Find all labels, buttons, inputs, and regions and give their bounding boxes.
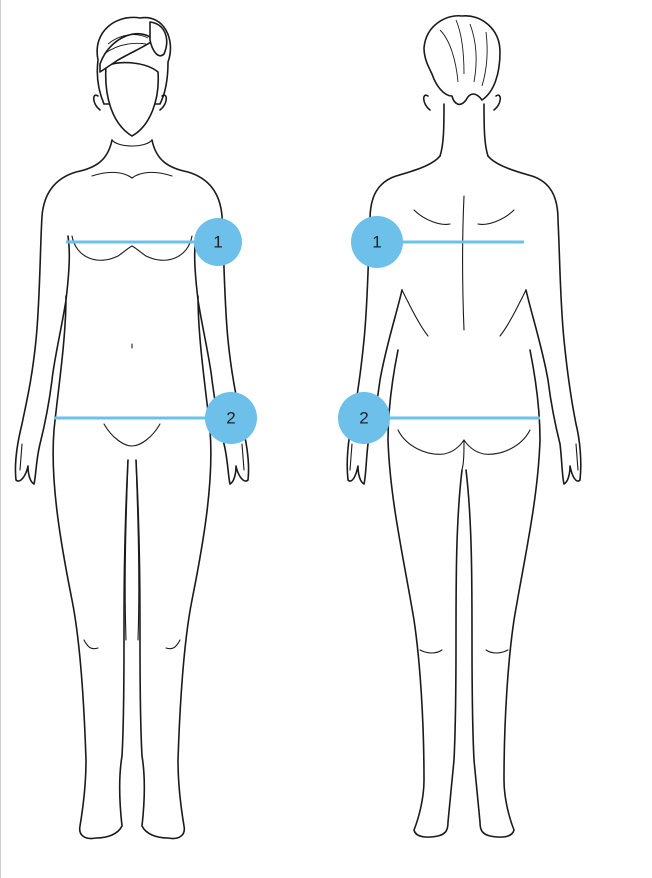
back-marker-2: [338, 392, 390, 444]
front-measurements: 1 2: [54, 218, 257, 444]
back-marker-2-label: 2: [359, 409, 368, 428]
front-body-right: [135, 139, 250, 840]
front-hair-bun: [149, 21, 168, 57]
front-marker-2-label: 2: [226, 409, 235, 428]
front-marker-1: [194, 218, 242, 266]
back-body-right: [465, 155, 582, 838]
back-marker-1-label: 1: [372, 233, 381, 252]
front-marker-1-label: 1: [213, 233, 222, 252]
back-marker-1: [351, 216, 403, 268]
back-measurements: 1 2: [338, 216, 540, 444]
front-marker-2: [205, 392, 257, 444]
back-figure: [346, 15, 582, 838]
back-hair: [423, 15, 501, 106]
front-figure: [14, 16, 250, 840]
left-border: [0, 0, 1, 878]
front-face: [104, 61, 160, 137]
front-body-left: [14, 139, 129, 840]
